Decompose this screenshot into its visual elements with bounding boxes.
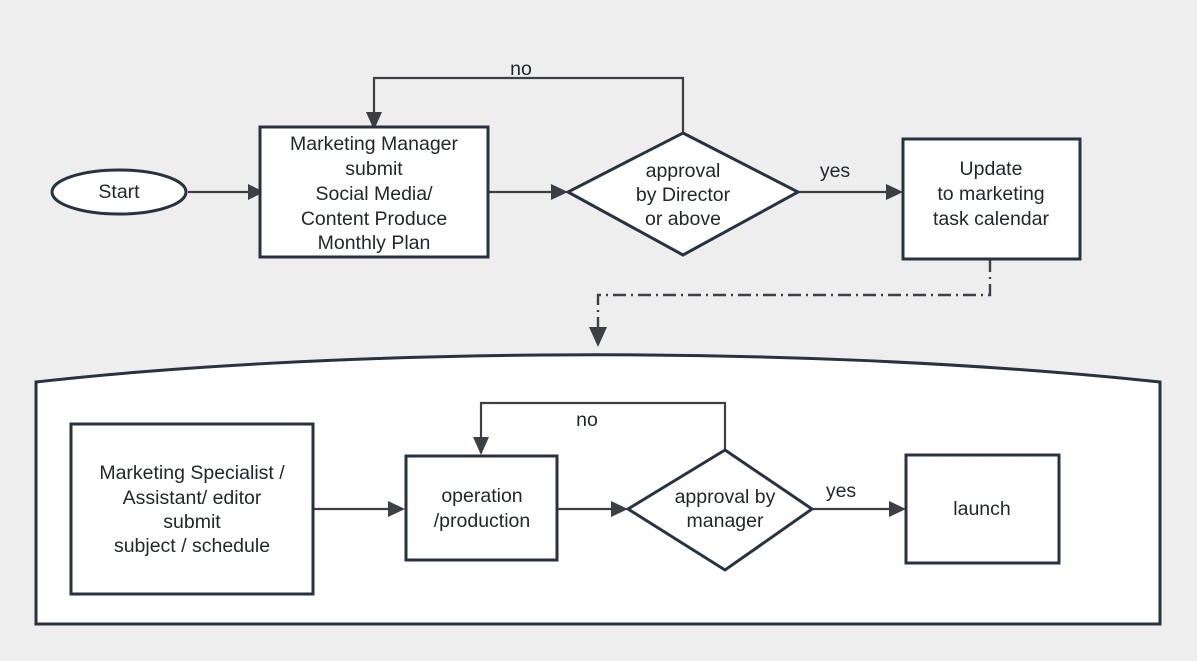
arrowhead-approval-no-loop bbox=[473, 437, 489, 455]
node-director-approval[interactable] bbox=[564, 131, 802, 257]
edge-label-bottom-no: no bbox=[576, 409, 598, 431]
node-manager-submit[interactable] bbox=[258, 125, 490, 259]
node-launch-label: launch bbox=[953, 498, 1010, 520]
arrowhead-approval-to-launch bbox=[889, 501, 906, 517]
node-manager-approval-line-1: approval by bbox=[675, 486, 776, 508]
node-operation[interactable] bbox=[404, 454, 559, 562]
node-specialist-submit-line-2: Assistant/ editor bbox=[123, 487, 262, 509]
edge-director-no-loop bbox=[372, 76, 685, 133]
node-director-approval-line-2: by Director bbox=[636, 184, 731, 206]
node-manager-approval-line-2: manager bbox=[687, 510, 764, 532]
node-update-calendar-line-1: Update bbox=[960, 158, 1023, 180]
node-specialist-submit-line-4: subject / schedule bbox=[114, 535, 270, 557]
edge-update-to-subprocess bbox=[596, 259, 992, 328]
arrowhead-specialist-to-operation bbox=[388, 501, 405, 517]
edge-label-top-no: no bbox=[510, 58, 532, 80]
edge-label-top-yes: yes bbox=[820, 160, 851, 182]
arrowhead-operation-to-approval bbox=[611, 501, 628, 517]
node-start[interactable] bbox=[50, 168, 188, 216]
node-update-calendar-line-3: task calendar bbox=[933, 208, 1049, 230]
node-specialist-submit-line-3: submit bbox=[163, 511, 221, 533]
node-manager-submit-line-2: submit bbox=[345, 158, 403, 180]
node-manager-submit-line-4: Content Produce bbox=[301, 208, 447, 230]
edge-label-bottom-yes: yes bbox=[826, 480, 857, 502]
node-specialist-submit-line-1: Marketing Specialist / bbox=[99, 462, 285, 484]
node-specialist-submit[interactable] bbox=[69, 422, 315, 596]
arrowhead-manager-to-director bbox=[551, 184, 568, 200]
node-start-label: Start bbox=[98, 181, 140, 203]
node-director-approval-line-3: or above bbox=[645, 208, 721, 230]
node-manager-submit-line-5: Monthly Plan bbox=[318, 232, 431, 254]
node-manager-submit-line-1: Marketing Manager bbox=[290, 133, 459, 155]
node-director-approval-line-1: approval bbox=[646, 160, 721, 182]
node-launch[interactable] bbox=[904, 453, 1061, 565]
arrowhead-update-to-subprocess bbox=[589, 327, 607, 347]
node-operation-line-1: operation bbox=[441, 485, 522, 507]
arrowhead-director-no-loop bbox=[366, 112, 382, 130]
arrowhead-start-to-manager bbox=[248, 184, 264, 200]
node-manager-approval[interactable] bbox=[625, 448, 815, 572]
node-update-calendar-line-2: to marketing bbox=[937, 183, 1044, 205]
node-operation-line-2: /production bbox=[434, 510, 530, 532]
edge-approval-no-loop bbox=[479, 401, 727, 450]
subprocess-container bbox=[34, 353, 1162, 626]
arrowhead-director-to-update bbox=[886, 184, 903, 200]
node-update-calendar[interactable] bbox=[901, 137, 1082, 261]
node-manager-submit-line-3: Social Media/ bbox=[315, 183, 433, 205]
